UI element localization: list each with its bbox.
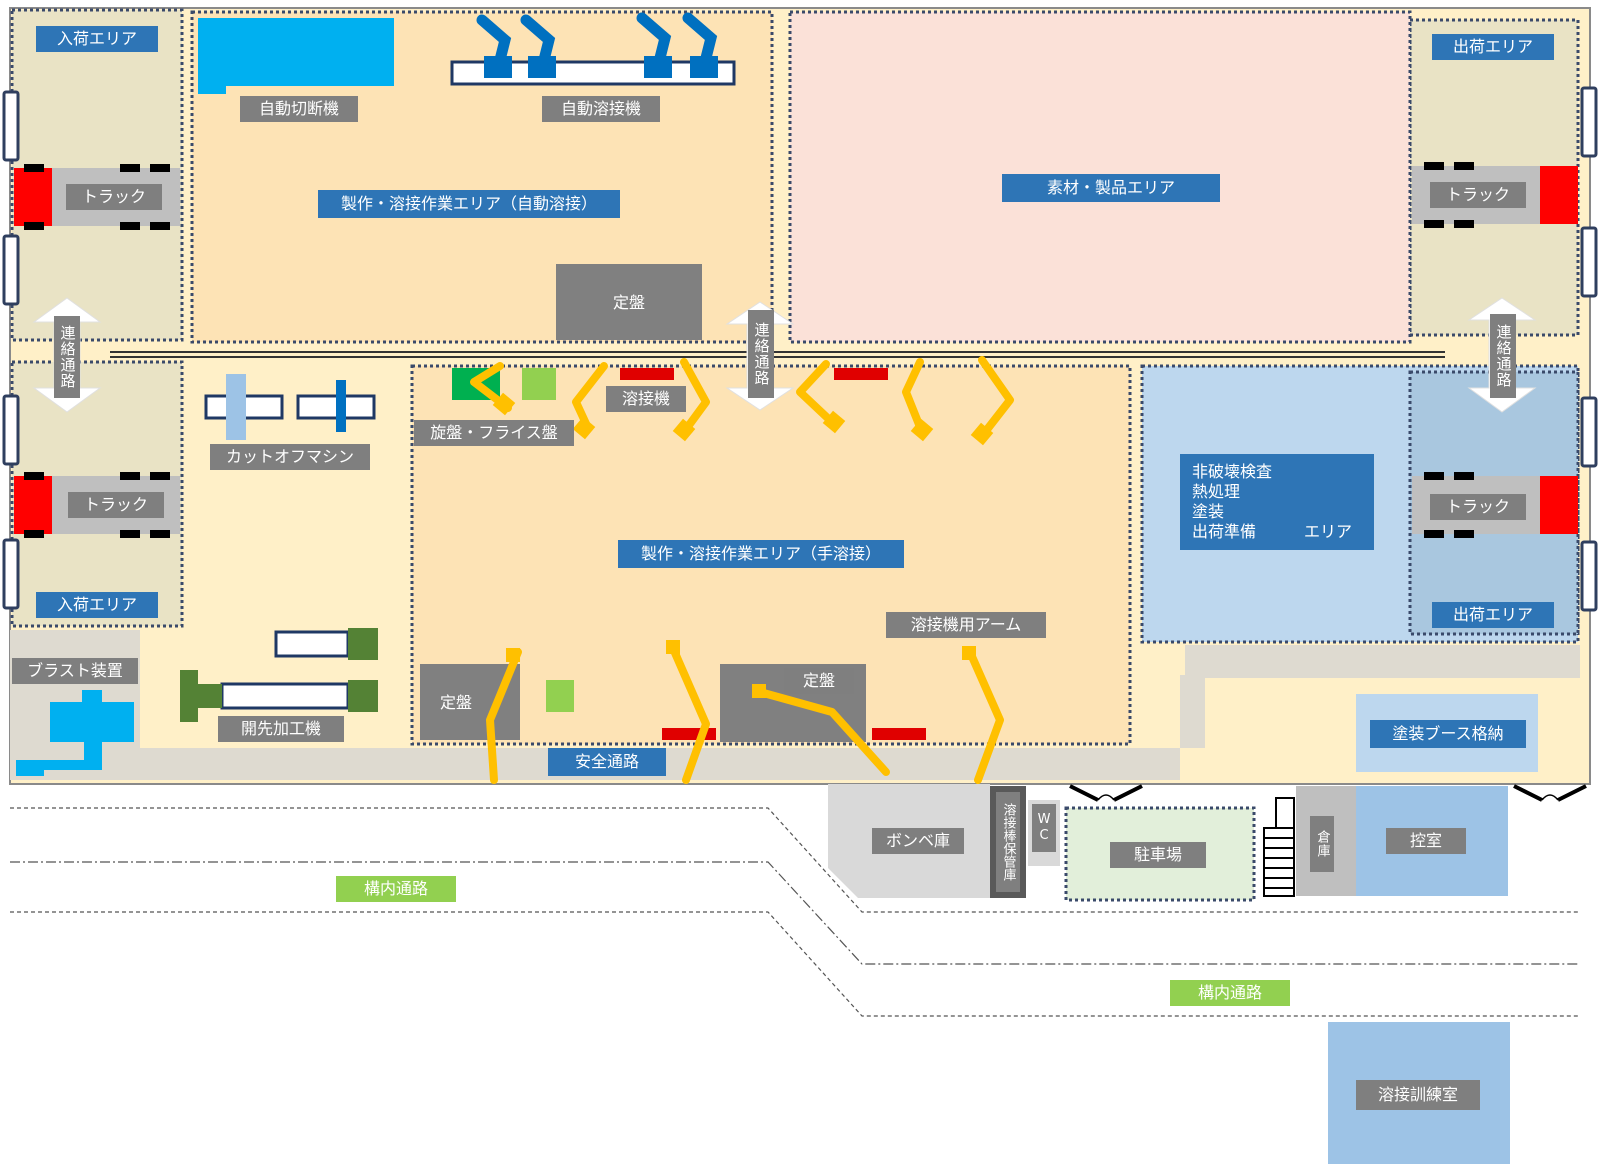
wc-label: WC (1032, 804, 1056, 852)
weld-arm-label: 溶接機用アーム (886, 612, 1046, 638)
weld-arms (470, 356, 1014, 784)
surface-plate-label-3: 定盤 (784, 668, 854, 694)
truck-label-br: トラック (1430, 494, 1526, 520)
yard-road-label-right: 構内通路 (1170, 980, 1290, 1006)
truck-label-tl: トラック (66, 184, 162, 210)
cutoff-machine (204, 374, 376, 440)
connecting-passage-label-center: 連絡通路 (748, 310, 774, 398)
training-room-label: 溶接訓練室 (1356, 1080, 1480, 1110)
auto-cutter-machine (198, 18, 394, 86)
welder-label: 溶接機 (606, 386, 686, 412)
receiving-area-label-top: 入荷エリア (36, 26, 158, 52)
truck-label-tr: トラック (1430, 182, 1526, 208)
truck-tr (1412, 162, 1578, 228)
small-green-block (546, 680, 574, 712)
surface-plate-1 (556, 264, 702, 340)
surface-plate-2 (420, 664, 520, 740)
warehouse-label: 倉庫 (1310, 816, 1334, 872)
yard-road-label-left: 構内通路 (336, 876, 456, 902)
receiving-area-label-bottom: 入荷エリア (36, 592, 158, 618)
surface-plate-label-2: 定盤 (439, 693, 472, 712)
auto-cutter-label: 自動切断機 (240, 96, 358, 122)
cylinder-store-label: ボンベ庫 (872, 828, 964, 854)
auto-welder-machine (450, 12, 736, 86)
lathe-mill-label: 旋盤・フライス盤 (414, 420, 574, 446)
manual-weld-area-label: 製作・溶接作業エリア（手溶接） (618, 540, 904, 568)
shipping-area-label-bottom: 出荷エリア (1432, 602, 1554, 628)
auto-weld-area-label: 製作・溶接作業エリア（自動溶接） (318, 190, 620, 218)
wall-doors (2, 86, 1598, 612)
rod-storage-label: 溶接棒保管庫 (996, 792, 1020, 892)
material-area-label: 素材・製品エリア (1002, 174, 1220, 202)
beveling-label: 開先加工機 (218, 716, 344, 742)
blast-machine (16, 690, 134, 776)
weld-arm-heads (492, 392, 994, 698)
lathe-light (522, 368, 556, 400)
paint-booth-label: 塗装ブース格納 (1370, 720, 1526, 748)
inspection-area-label: 非破壊検査 熱処理 塗装 出荷準備 エリア (1180, 454, 1374, 550)
waiting-room-label: 控室 (1386, 828, 1466, 854)
safety-floor-band (10, 630, 1580, 780)
stairs-block (1263, 827, 1295, 897)
shipping-area-label-top: 出荷エリア (1432, 34, 1554, 60)
surface-plate-label-1: 定盤 (612, 293, 645, 312)
road-lines (10, 807, 1578, 1017)
door-swings (1069, 784, 1587, 802)
auto-welder-label: 自動溶接機 (542, 96, 660, 122)
safety-passage-label: 安全通路 (548, 748, 666, 776)
connecting-passage-label-left: 連絡通路 (54, 316, 80, 398)
beveling-machine (180, 628, 378, 722)
parking-label: 駐車場 (1110, 842, 1206, 868)
cutoff-machine-label: カットオフマシン (210, 444, 370, 470)
truck-label-bl: トラック (68, 492, 164, 518)
blast-label: ブラスト装置 (12, 658, 138, 684)
connecting-passage-label-right: 連絡通路 (1490, 314, 1516, 398)
